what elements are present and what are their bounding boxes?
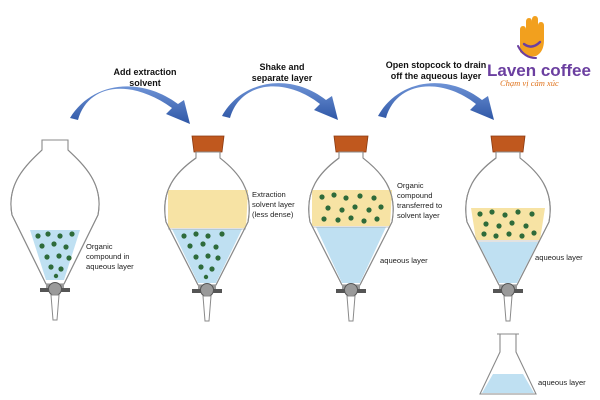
funnel-2-compound-dots	[181, 231, 225, 280]
funnel-1-stem	[50, 294, 60, 321]
funnel-2-solvent-layer	[168, 190, 248, 228]
funnel-2-stem	[202, 295, 212, 322]
step-3-arrow-icon	[378, 83, 494, 120]
step-2-arrow-icon	[222, 83, 338, 120]
funnel-3-label-line3: transferred to	[397, 201, 442, 210]
hand-logo-icon	[517, 16, 544, 59]
funnel-3-label-line4: solvent layer	[397, 211, 440, 220]
funnel-2-annotation: Extraction solvent layer (less dense)	[252, 190, 295, 219]
funnel-2-label-line1: Extraction	[252, 190, 286, 199]
logo-wordmark: Laven coffee	[487, 61, 591, 80]
funnel-1-aqueous-layer	[30, 230, 80, 280]
laven-coffee-logo: Laven coffee Chạm vị cảm xúc	[487, 16, 591, 88]
funnel-4-stem	[503, 295, 513, 322]
funnel-4-annotation: aqueous layer	[535, 253, 583, 262]
funnel-3-label-line1: Organic	[397, 181, 424, 190]
funnel-1-compound-dots	[35, 231, 75, 279]
funnel-4	[465, 135, 551, 322]
step-2-label-line2: separate layer	[252, 73, 313, 83]
step-2-label: Shake and separate layer	[252, 62, 313, 83]
funnel-3-compound-dots	[319, 192, 384, 224]
funnel-4-compound-dots	[477, 209, 537, 239]
collection-flask	[479, 333, 537, 395]
funnel-1	[10, 139, 100, 321]
step-1-arrow-icon	[70, 86, 190, 124]
funnel-2	[164, 135, 250, 322]
funnel-4-stopcock-icon	[501, 283, 515, 297]
funnel-1-label-line1: Organic	[86, 242, 113, 251]
funnel-3	[308, 135, 394, 322]
funnel-3-stopper	[333, 135, 369, 153]
flask-aqueous-layer	[482, 374, 534, 393]
funnel-4-solvent-layer	[471, 208, 545, 240]
funnel-2-label-line3: (less dense)	[252, 210, 294, 219]
funnel-3-stem	[346, 295, 356, 322]
funnel-3-aqueous-label: aqueous layer	[380, 256, 428, 265]
logo-tagline: Chạm vị cảm xúc	[500, 78, 559, 88]
step-3-label: Open stopcock to drain off the aqueous l…	[386, 60, 487, 81]
flask-aqueous-label: aqueous layer	[538, 378, 586, 387]
funnel-1-annotation: Organic compound in aqueous layer	[86, 242, 134, 271]
funnel-4-aqueous-layer	[478, 242, 538, 283]
flask-body	[479, 334, 537, 395]
funnel-2-label-line2: solvent layer	[252, 200, 295, 209]
step-1-label-line1: Add extraction	[113, 67, 176, 77]
funnel-1-label-line2: compound in	[86, 252, 129, 261]
funnel-2-stopper	[191, 135, 225, 153]
step-2-label-line1: Shake and	[259, 62, 304, 72]
funnel-1-stopcock-icon	[48, 282, 62, 296]
funnel-3-label-line2: compound	[397, 191, 432, 200]
funnel-1-label-line3: aqueous layer	[86, 262, 134, 271]
funnel-3-annotation: Organic compound transferred to solvent …	[380, 181, 442, 265]
step-3-label-line2: off the aqueous layer	[391, 71, 482, 81]
step-3-label-line1: Open stopcock to drain	[386, 60, 487, 70]
funnel-3-aqueous-layer	[316, 227, 386, 283]
funnel-2-stopcock-icon	[200, 283, 214, 297]
step-1-label: Add extraction solvent	[113, 67, 176, 88]
step-1-label-line2: solvent	[129, 78, 161, 88]
funnel-4-aqueous-label: aqueous layer	[535, 253, 583, 262]
funnel-4-stopper	[490, 135, 526, 153]
funnel-3-stopcock-icon	[344, 283, 358, 297]
